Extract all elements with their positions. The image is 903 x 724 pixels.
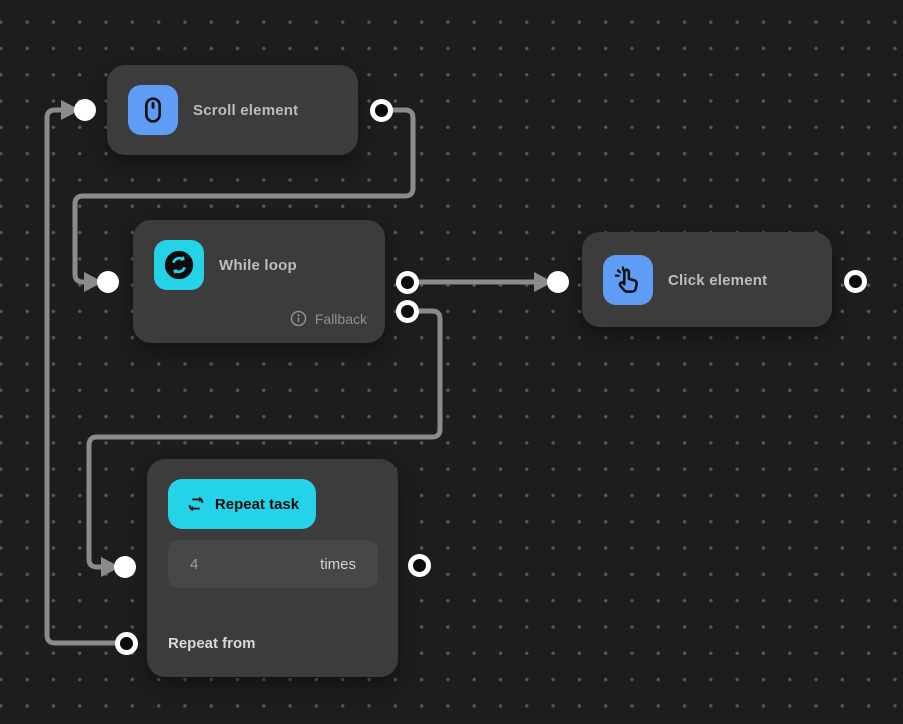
node-title: Click element — [668, 271, 768, 289]
times-suffix-label: times — [320, 555, 356, 573]
sync-loop-icon — [154, 240, 204, 290]
node-title: Scroll element — [193, 101, 299, 119]
times-value[interactable]: 4 — [190, 555, 199, 573]
click-output-port[interactable] — [844, 270, 867, 293]
arrowhead-repeat-input — [101, 557, 120, 577]
fallback-row[interactable]: Fallback — [290, 310, 367, 327]
repeat-task-button[interactable]: Repeat task — [168, 479, 316, 529]
click-input-port[interactable] — [547, 271, 569, 293]
info-icon — [290, 310, 307, 327]
while-output-port[interactable] — [396, 271, 419, 294]
repeat-from-output-port[interactable] — [115, 632, 138, 655]
node-title: While loop — [219, 256, 297, 274]
wire-fallback-to-repeat — [86, 308, 443, 570]
fallback-label: Fallback — [314, 310, 367, 327]
times-field[interactable]: 4 times — [168, 540, 378, 588]
scroll-output-port[interactable] — [370, 99, 393, 122]
repeat-output-port[interactable] — [408, 554, 431, 577]
node-click-element[interactable]: Click element — [582, 232, 832, 327]
repeat-input-port[interactable] — [114, 556, 136, 578]
node-repeat-task[interactable]: Repeat task 4 times Repeat from — [147, 459, 398, 677]
arrowhead-click-input — [534, 272, 553, 292]
repeat-icon — [185, 493, 207, 515]
arrowhead-scroll-input — [61, 100, 80, 120]
node-scroll-element[interactable]: Scroll element — [107, 65, 358, 155]
mouse-scroll-icon — [128, 85, 178, 135]
node-while-loop[interactable]: While loop Fallback — [133, 220, 385, 343]
scroll-input-port[interactable] — [74, 99, 96, 121]
wire-repeatfrom-to-scroll — [44, 107, 126, 646]
repeat-from-label: Repeat from — [168, 635, 256, 652]
repeat-task-button-label: Repeat task — [214, 495, 300, 513]
while-fallback-output-port[interactable] — [396, 300, 419, 323]
tap-click-icon — [603, 255, 653, 305]
while-input-port[interactable] — [97, 271, 119, 293]
arrowhead-while-input — [84, 272, 103, 292]
wire-scroll-to-while — [72, 107, 416, 285]
